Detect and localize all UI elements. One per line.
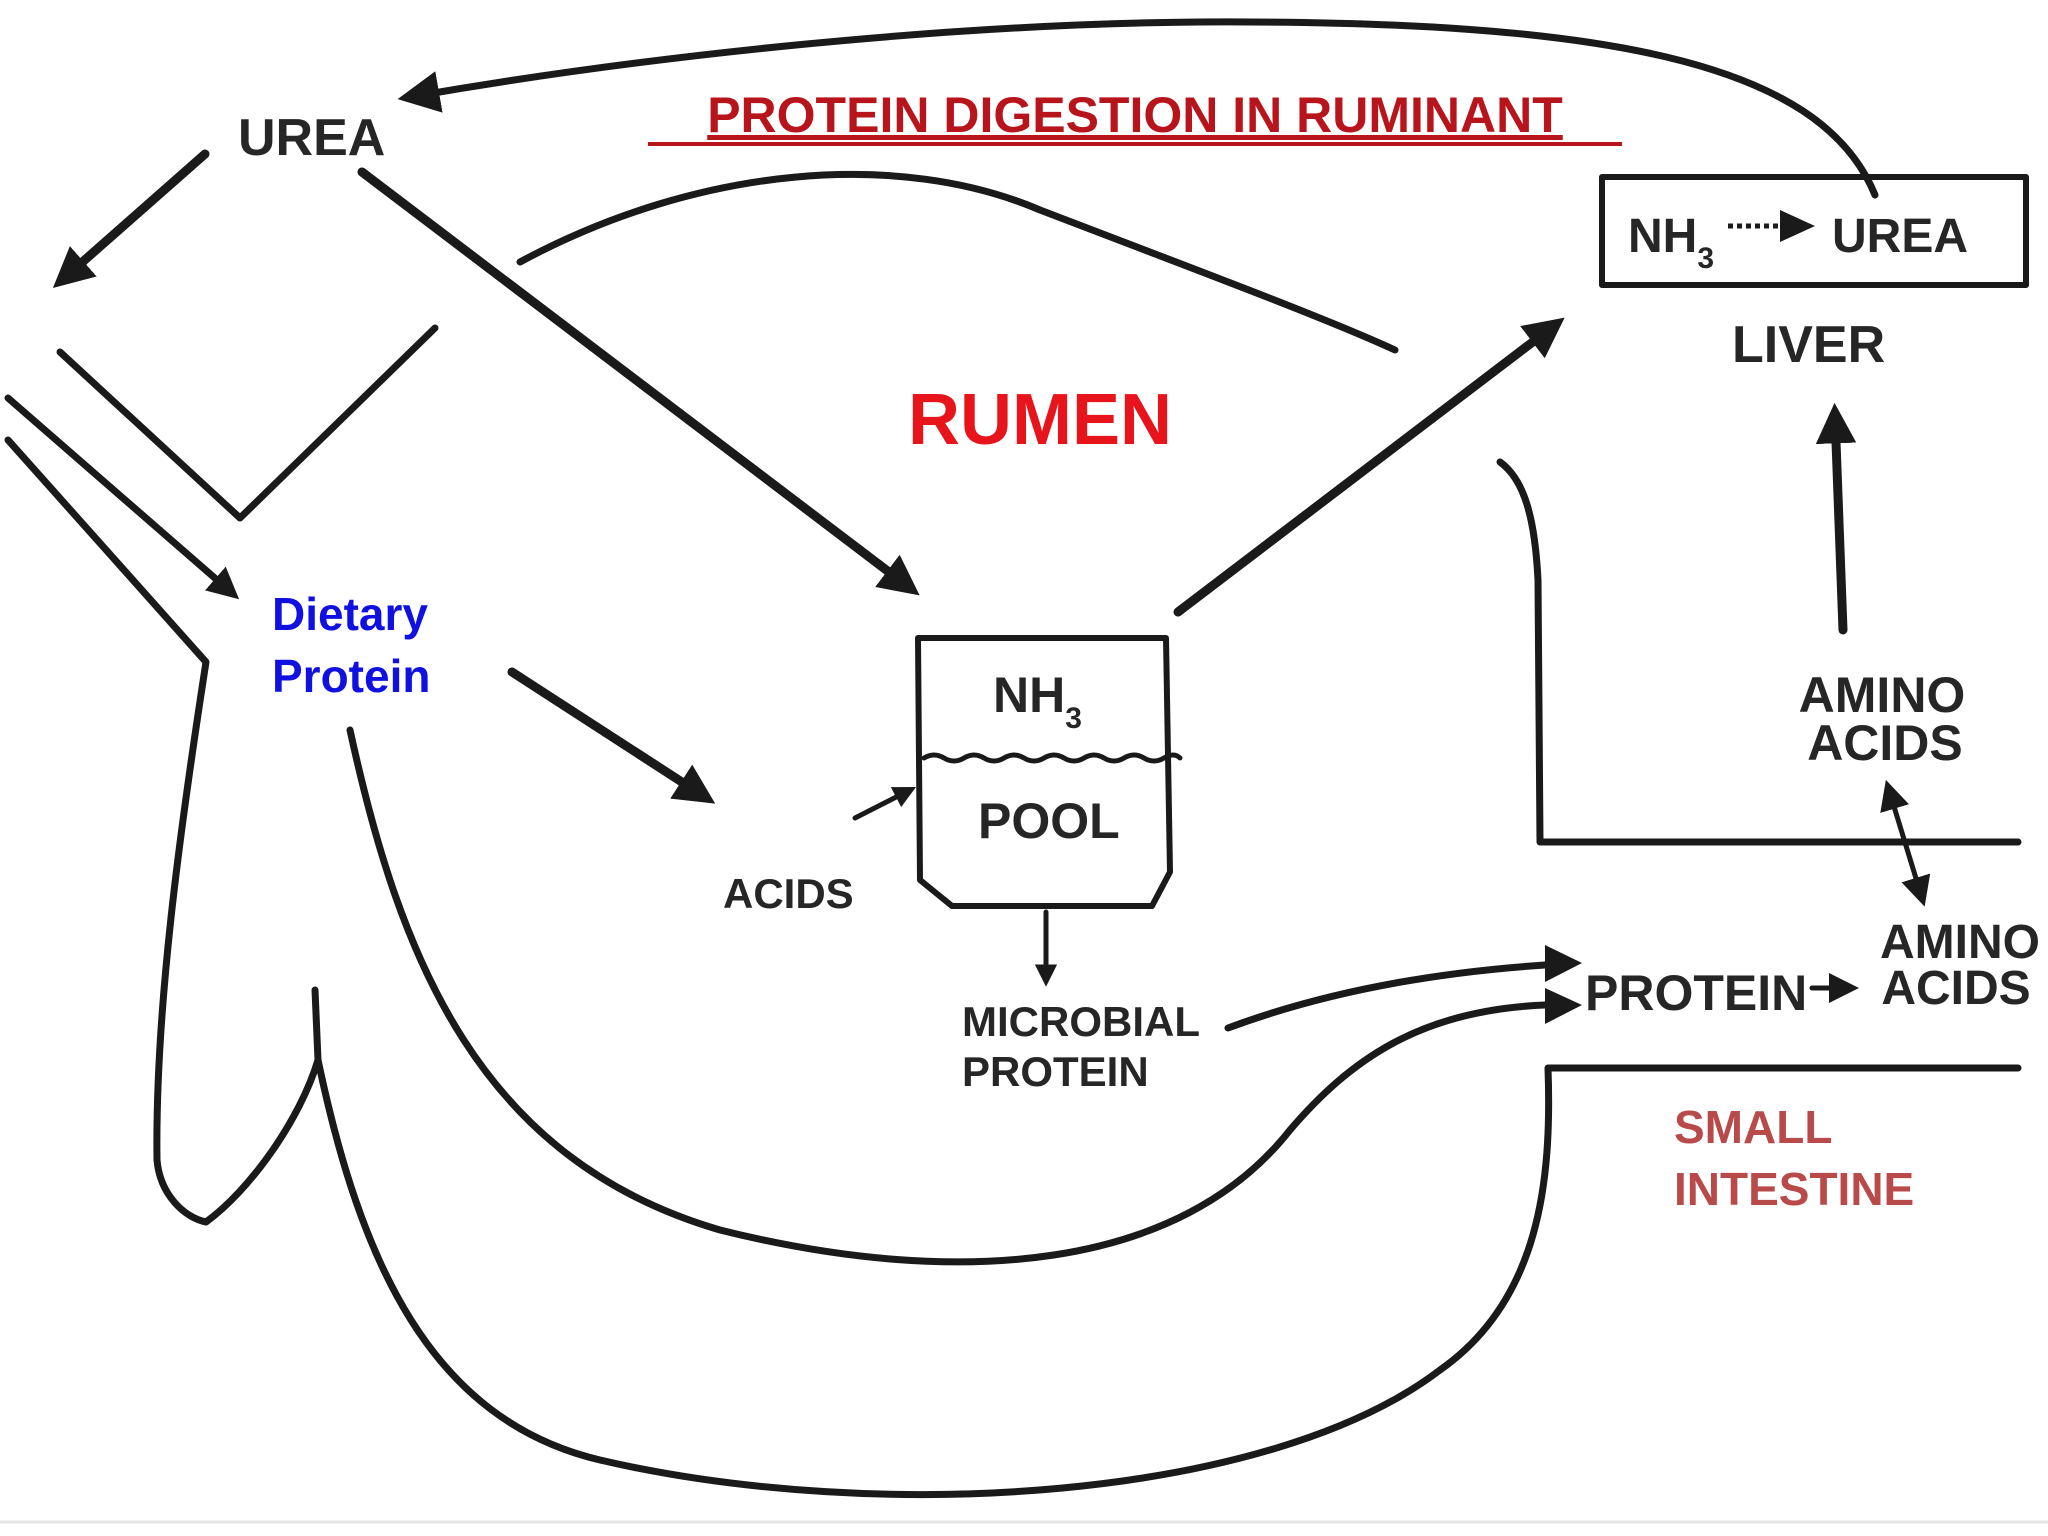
esophagus-line-upper <box>56 324 439 522</box>
microbial-to-intestine-curve <box>1224 961 1549 1032</box>
microbial-label-line2: PROTEIN <box>962 1048 1149 1095</box>
arrowhead-intestine-lower <box>1545 988 1582 1024</box>
liver-label: LIVER <box>1732 316 1885 374</box>
pool-label: POOL <box>978 793 1120 849</box>
intestine-wall-upper <box>1496 458 2022 846</box>
pool-box-outline <box>915 635 1173 909</box>
liver-urea-label: UREA <box>1832 210 1968 263</box>
urea-label-top: UREA <box>238 109 385 167</box>
amino-lower-line2: ACIDS <box>1881 962 2030 1015</box>
dietary-to-acids-arrow <box>507 667 716 804</box>
pool-wavy-divider <box>921 752 1183 764</box>
pool-nh3-label: NH3 <box>993 667 1082 735</box>
esophagus-line-lower <box>4 436 322 1226</box>
amino-upper-line2: ACIDS <box>1807 715 1963 771</box>
intestine-wall-lower <box>314 1056 2022 1498</box>
acids-label: ACIDS <box>723 870 854 917</box>
microbial-label-line1: MICROBIAL <box>962 998 1200 1045</box>
flow-arrows <box>4 149 1931 1003</box>
arrowhead-intestine-upper <box>1545 945 1582 982</box>
amino-lower-line1: AMINO <box>1880 916 2040 969</box>
dietary-label-line2: Protein <box>272 650 430 702</box>
urea-to-mouth-arrow <box>52 149 210 289</box>
liver-box-outline <box>1599 174 2029 288</box>
liver-dotted-arrowhead <box>1780 210 1815 242</box>
liver-box: NH3 UREA <box>1599 174 2029 288</box>
dietary-label-line1: Dietary <box>272 588 428 640</box>
amino-upper-line1: AMINO <box>1799 667 1966 723</box>
liver-nh3-label: NH3 <box>1628 210 1714 275</box>
protein-label: PROTEIN <box>1585 965 1807 1021</box>
pool-to-liver-arrow <box>1173 317 1565 617</box>
diagram-title: PROTEIN DIGESTION IN RUMINANT <box>707 87 1563 143</box>
small-intestine-line2: INTESTINE <box>1674 1163 1914 1215</box>
amino-exchange-arrow <box>1880 779 1931 907</box>
rumen-label: RUMEN <box>908 380 1172 460</box>
small-intestine-line1: SMALL <box>1674 1101 1832 1153</box>
anatomy-outlines <box>4 171 2022 1498</box>
nh3-pool-box: NH3 POOL <box>915 635 1183 909</box>
urea-to-pool-arrow <box>357 167 920 596</box>
dietary-bypass-curve <box>346 726 1549 1266</box>
urea-recycle-arrow <box>397 18 1879 199</box>
amino-to-liver-arrow <box>1815 402 1857 635</box>
acids-to-pool-arrow <box>852 786 917 821</box>
rumen-dome-outline <box>516 171 1399 354</box>
text-labels: PROTEIN DIGESTION IN RUMINANT UREA RUMEN… <box>238 87 2040 1215</box>
esophagus-to-dietary-arrow <box>4 394 240 600</box>
